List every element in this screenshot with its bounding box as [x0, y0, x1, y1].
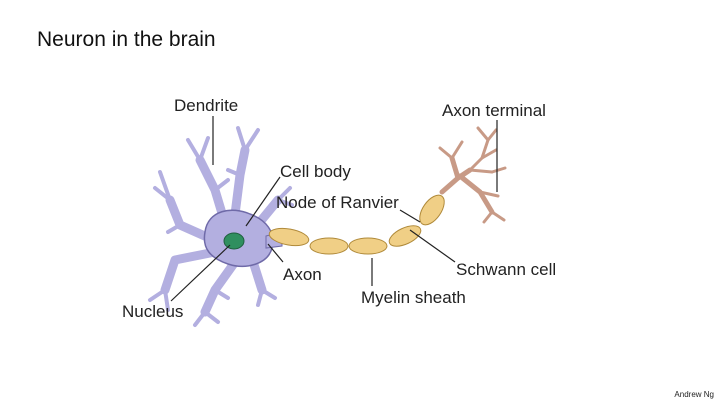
nucleus-leader — [170, 244, 231, 302]
myelin-segment — [388, 225, 422, 247]
schwann-cell-leader — [409, 229, 456, 263]
cell-body-label: Cell body — [280, 162, 351, 181]
leader-lines — [170, 116, 498, 302]
myelin-sheath-segments — [268, 194, 445, 255]
cell-body-leader — [245, 176, 281, 227]
axon-terminal — [438, 126, 507, 224]
nucleus — [223, 232, 245, 250]
axon-label: Axon — [283, 265, 322, 284]
myelin-segment — [348, 237, 388, 255]
dendrites — [148, 126, 294, 327]
myelin-segment — [268, 227, 310, 247]
nucleus-label: Nucleus — [122, 302, 183, 321]
schwann-cell-label: Schwann cell — [456, 260, 556, 279]
slide-title: Neuron in the brain — [37, 28, 216, 51]
myelin-segment — [309, 237, 349, 255]
node-of-ranvier-label: Node of Ranvier — [276, 193, 399, 212]
dendrite-label: Dendrite — [174, 96, 238, 115]
myelin-segment — [419, 194, 445, 226]
myelin-sheath-label: Myelin sheath — [361, 288, 466, 307]
axon-leader — [267, 243, 284, 263]
author-credit: Andrew Ng — [674, 390, 714, 399]
node-of-ranvier-leader — [399, 209, 421, 223]
axon-terminal-label: Axon terminal — [442, 101, 546, 120]
